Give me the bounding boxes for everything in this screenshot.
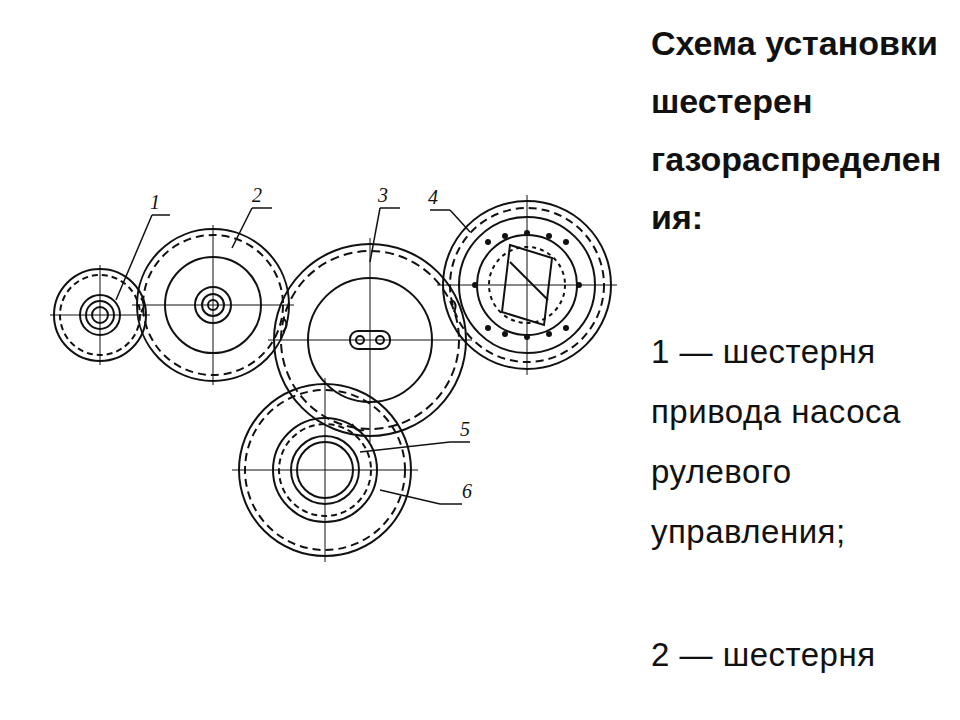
callout-number: 4 (428, 187, 438, 207)
legend-item-text: 1 — шестерня привода насоса рулевого упр… (651, 322, 951, 562)
caption-title: Схема установки шестерен газораспределен… (651, 14, 951, 246)
callout-number: 1 (150, 192, 160, 212)
callout-number: 5 (460, 419, 470, 439)
callout-number: 3 (378, 185, 388, 205)
callout-number: 2 (252, 185, 262, 205)
legend-item-text: 2 — шестерня (651, 625, 951, 685)
callout-number: 6 (462, 481, 472, 501)
